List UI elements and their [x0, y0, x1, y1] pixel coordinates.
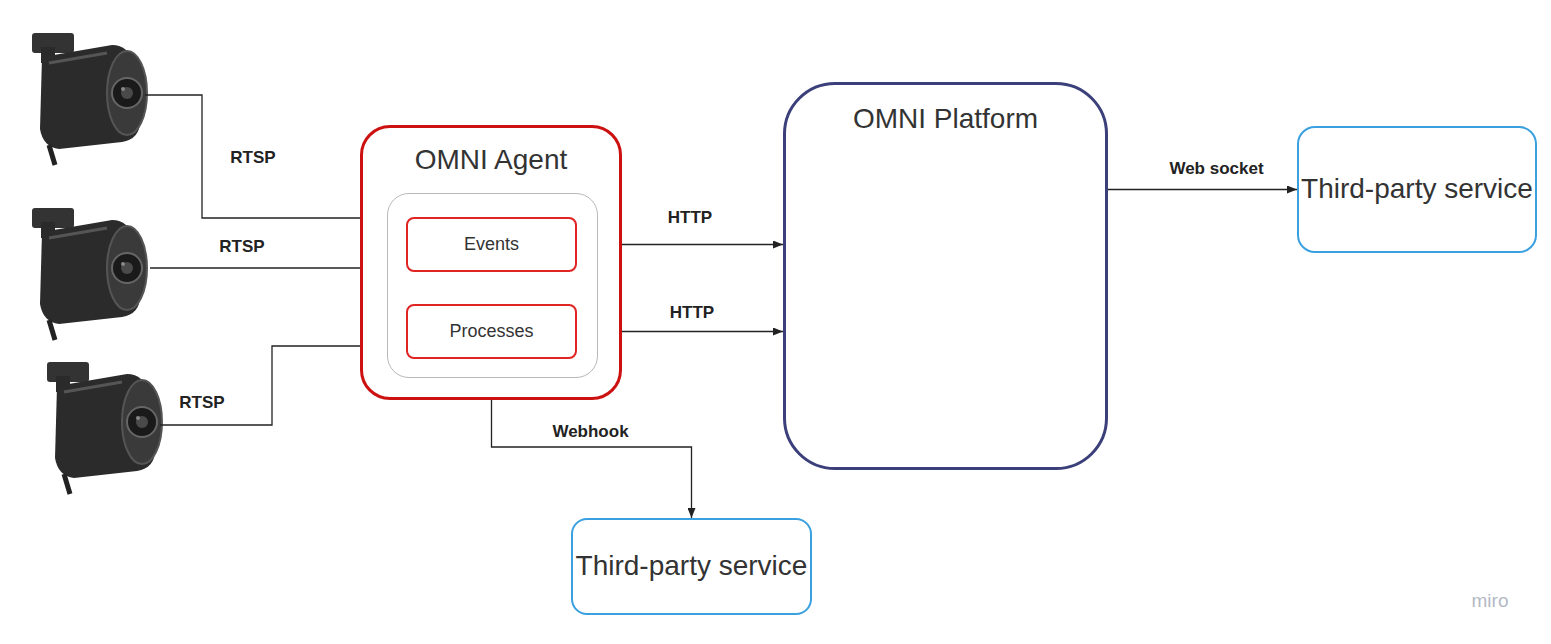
protocol-label: RTSP — [177, 393, 226, 413]
service-box: Third-party service — [1297, 126, 1537, 253]
agent-box: OMNI AgentEventsProcesses — [360, 125, 622, 400]
service-box: Third-party service — [571, 518, 812, 615]
camera-icon — [32, 208, 147, 340]
protocol-label: HTTP — [666, 207, 714, 227]
protocol-label: HTTP — [668, 302, 716, 322]
protocol-label: RTSP — [217, 237, 266, 257]
process-box: Events — [406, 217, 577, 272]
platform-box: OMNI Platform — [783, 82, 1108, 470]
node-text: Processes — [449, 320, 533, 343]
protocol-label: Web socket — [1167, 158, 1265, 178]
node-text: OMNI Agent — [363, 142, 619, 178]
camera-icon — [47, 362, 162, 494]
node-text: Events — [464, 233, 519, 256]
watermark: miro — [1470, 590, 1511, 613]
rtsp-wire — [150, 267, 387, 268]
process-box: Processes — [406, 304, 577, 359]
protocol-label: RTSP — [228, 148, 277, 168]
rtsp-wire — [160, 346, 387, 425]
rtsp-wire — [145, 95, 387, 218]
node-text: OMNI Platform — [786, 101, 1105, 137]
node-text: Third-party service — [1301, 171, 1533, 207]
protocol-label: Webhook — [550, 422, 630, 442]
flow-arrow — [1108, 189, 1297, 190]
camera-icon — [32, 33, 147, 165]
node-text: Third-party service — [576, 548, 808, 584]
